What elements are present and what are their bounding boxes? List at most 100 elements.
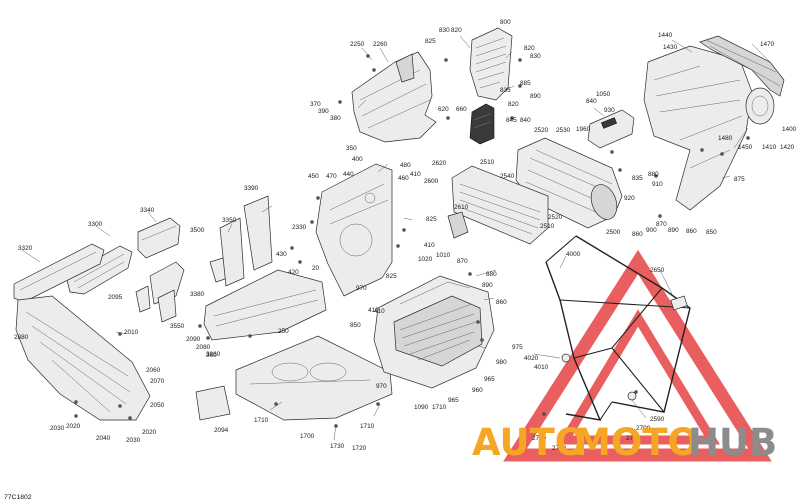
callout: 3320 bbox=[18, 245, 33, 252]
callout: 2010 bbox=[124, 329, 139, 336]
callout: 2700 bbox=[636, 425, 651, 432]
callout: 2520 bbox=[534, 127, 549, 134]
watermark-logo: AUTO MOTO HUB bbox=[472, 421, 777, 464]
callout: 620 bbox=[438, 106, 449, 113]
callout: 410 bbox=[374, 308, 385, 315]
left-rocker-panel-part bbox=[65, 245, 133, 295]
callout: 410 bbox=[410, 171, 421, 178]
leader-lines bbox=[21, 35, 771, 441]
callout: 800 bbox=[500, 19, 511, 26]
callout: 1400 bbox=[782, 126, 797, 133]
callout: 2030 bbox=[50, 425, 65, 432]
callout: 835 bbox=[500, 87, 511, 94]
left-floor-pan-part bbox=[15, 295, 151, 421]
callout: 885 bbox=[520, 80, 531, 87]
callout: 1480 bbox=[718, 135, 733, 142]
callout: 2030 bbox=[126, 437, 141, 444]
callout: 820 bbox=[508, 101, 519, 108]
callout: 2880 bbox=[14, 334, 29, 341]
callout: 1430 bbox=[663, 44, 678, 51]
callout: 4020 bbox=[524, 355, 539, 362]
callout: 2540 bbox=[500, 173, 515, 180]
upper-rear-panel-part bbox=[351, 51, 437, 143]
callout: 975 bbox=[512, 344, 523, 351]
callout: 1720 bbox=[352, 445, 367, 452]
callout: 900 bbox=[646, 227, 657, 234]
callout: 1420 bbox=[780, 144, 795, 151]
callout: 965 bbox=[484, 376, 495, 383]
callout: 410 bbox=[424, 242, 435, 249]
callout: 2020 bbox=[66, 423, 81, 430]
callout: 2520 bbox=[548, 214, 563, 221]
callout: 470 bbox=[326, 173, 337, 180]
callout: 920 bbox=[624, 195, 635, 202]
right-housing-part bbox=[643, 35, 785, 211]
callout: 390 bbox=[318, 108, 329, 115]
callout: 880 bbox=[486, 271, 497, 278]
callout: 850 bbox=[350, 322, 361, 329]
callout: 2250 bbox=[350, 41, 365, 48]
callout: 860 bbox=[632, 231, 643, 238]
callout: 1700 bbox=[300, 433, 315, 440]
callout: 3350 bbox=[222, 217, 237, 224]
callout: 1090 bbox=[414, 404, 429, 411]
callout: 2070 bbox=[150, 378, 165, 385]
mid-tray-part bbox=[203, 269, 327, 341]
callout: 980 bbox=[496, 359, 507, 366]
callout: 970 bbox=[356, 285, 367, 292]
callout: 2040 bbox=[96, 435, 111, 442]
callout: 2260 bbox=[373, 41, 388, 48]
callout: 1450 bbox=[738, 144, 753, 151]
callout: 250 bbox=[278, 328, 289, 335]
callout: 2095 bbox=[108, 294, 123, 301]
callout: 660 bbox=[456, 106, 467, 113]
callout: 400 bbox=[352, 156, 363, 163]
callout: 845 bbox=[506, 117, 517, 124]
callout: 410 bbox=[368, 307, 379, 314]
roll-cage-frame-part bbox=[545, 235, 691, 421]
callout: 450 bbox=[308, 173, 319, 180]
callout: 20 bbox=[312, 265, 320, 272]
callout: 1410 bbox=[762, 144, 777, 151]
watermark-part2: MOTO bbox=[574, 421, 699, 464]
callout: 2510 bbox=[540, 223, 555, 230]
callout: 430 bbox=[276, 251, 287, 258]
callout: 480 bbox=[400, 162, 411, 169]
callout: 3340 bbox=[140, 207, 155, 214]
callout: 890 bbox=[530, 93, 541, 100]
watermark-part1: AUTO bbox=[472, 421, 586, 464]
callout: 3380 bbox=[190, 291, 205, 298]
callout: 870 bbox=[656, 221, 667, 228]
callout: 2710 bbox=[626, 435, 641, 442]
callout: 880 bbox=[648, 171, 659, 178]
callout: 970 bbox=[376, 383, 387, 390]
callout: 440 bbox=[343, 171, 354, 178]
callout: 890 bbox=[668, 227, 679, 234]
floor-plate-part bbox=[195, 385, 231, 421]
callout: 3550 bbox=[170, 323, 185, 330]
callout: 965 bbox=[448, 397, 459, 404]
left-outer-panel-part bbox=[13, 243, 105, 303]
callout: 1050 bbox=[596, 91, 611, 98]
watermark-triangle-icon bbox=[503, 249, 772, 462]
callout: 380 bbox=[330, 115, 341, 122]
callout: 1730 bbox=[330, 443, 345, 450]
mounting-plate-part bbox=[587, 109, 635, 149]
callout: 2730 bbox=[532, 435, 547, 442]
callout-labels: 2250 2260 830 825 820 800 820 830 835 88… bbox=[14, 19, 797, 452]
dark-bracket-part bbox=[469, 103, 495, 145]
callout: 1710 bbox=[254, 417, 269, 424]
fasteners bbox=[74, 54, 750, 428]
callout: 1960 bbox=[576, 126, 591, 133]
callout: 825 bbox=[425, 38, 436, 45]
callout: 930 bbox=[604, 107, 615, 114]
callout: 910 bbox=[652, 181, 663, 188]
cooling-fan-shroud-part bbox=[469, 27, 513, 101]
callout: 4010 bbox=[534, 364, 549, 371]
callout: 870 bbox=[457, 258, 468, 265]
callout: 3300 bbox=[88, 221, 103, 228]
callout: 1440 bbox=[658, 32, 673, 39]
callout: 2620 bbox=[432, 160, 447, 167]
callout: 2610 bbox=[454, 204, 469, 211]
